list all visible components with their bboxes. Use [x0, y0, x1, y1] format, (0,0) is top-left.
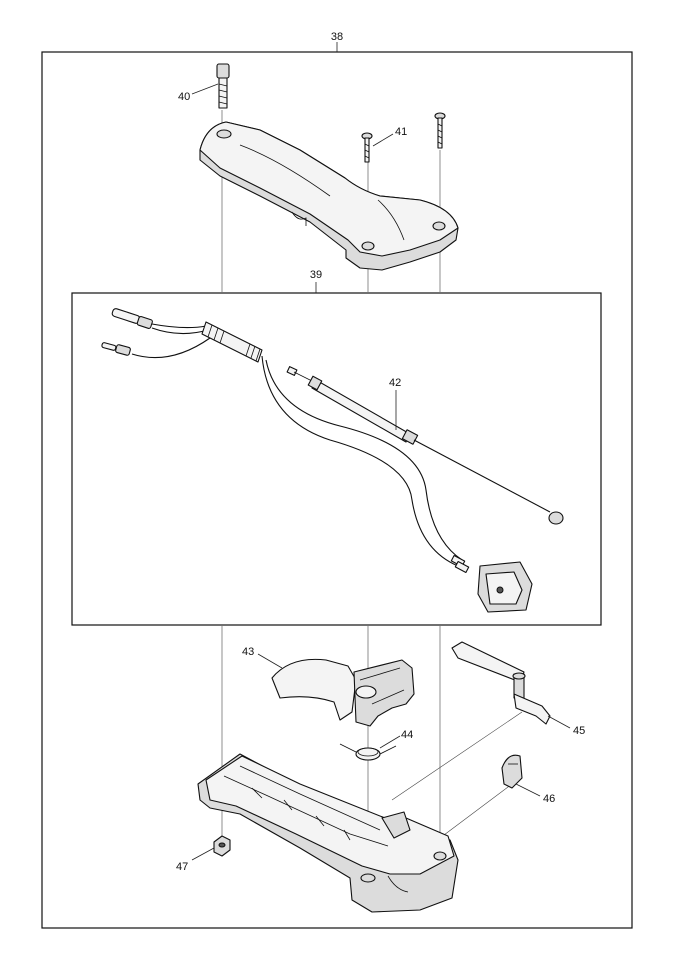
- callout-44: 44: [401, 729, 413, 741]
- leader-39: [191, 83, 219, 95]
- upper-handle-cover: [199, 121, 459, 271]
- wiring-harness: [101, 308, 564, 613]
- throttle-trigger-43: [271, 658, 415, 727]
- nut-47: [213, 835, 231, 857]
- switch-knob-46: [501, 754, 523, 789]
- callout-47: 47: [176, 861, 188, 873]
- callout-39: 40: [178, 91, 190, 103]
- lock-off-lever-45: [451, 641, 551, 725]
- callout-41: 39: [310, 269, 322, 281]
- callout-42: 42: [389, 377, 401, 389]
- leader-44: [379, 735, 401, 749]
- callout-43: 43: [242, 646, 254, 658]
- leader-45: [547, 715, 571, 729]
- leader-43: [257, 653, 283, 669]
- callout-40: 41: [395, 126, 407, 138]
- spring-44: [339, 743, 397, 761]
- callout-38: 38: [331, 31, 343, 43]
- screw-unlabeled: [434, 112, 446, 149]
- bolt-39: [216, 63, 230, 109]
- callout-45: 45: [573, 725, 585, 737]
- leader-47: [191, 847, 215, 861]
- leader-46: [515, 783, 541, 797]
- callout-46: 46: [543, 793, 555, 805]
- leader-40: [372, 133, 394, 147]
- screw-40: [361, 132, 373, 163]
- wiring-subassembly-frame: [71, 292, 602, 626]
- lower-handle-housing: [197, 753, 459, 913]
